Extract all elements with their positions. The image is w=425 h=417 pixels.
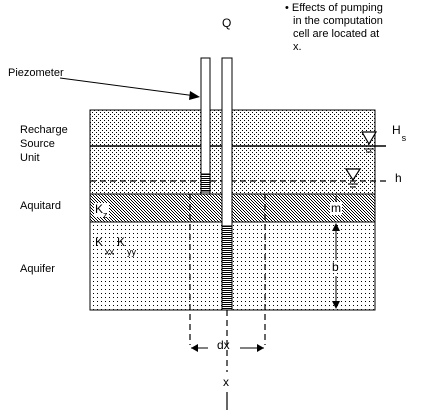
cell-width-label: dx xyxy=(217,338,230,352)
cell-location-label: x xyxy=(223,375,229,389)
aquifer-thickness-label: b xyxy=(332,260,339,274)
kyy-label: Kyy xyxy=(117,235,136,258)
recharge-label-line3: Unit xyxy=(20,152,40,164)
water-table-symbol-source xyxy=(360,131,378,153)
aquifer-label: Aquifer xyxy=(20,263,55,275)
piezometer-pointer xyxy=(59,77,197,97)
note-line-1: • Effects of pumping xyxy=(285,2,383,14)
kz-symbol: K xyxy=(95,202,104,216)
source-head-subscript: s xyxy=(401,133,407,143)
aquifer-head-label: h xyxy=(395,171,402,185)
kxx-label: Kxx xyxy=(95,235,114,258)
aquitard-label: Aquitard xyxy=(20,200,61,212)
aquitard-thickness-label: m xyxy=(330,201,342,215)
aquifer-thickness-dimension xyxy=(332,223,340,309)
recharge-label-line2: Source xyxy=(20,138,55,150)
piezometer-tube xyxy=(200,57,211,195)
pumping-effects-note: • Effects of pumping in the computation … xyxy=(285,2,383,54)
note-line-3: cell are located at xyxy=(293,28,380,40)
source-head-label: Hs xyxy=(392,123,406,144)
recharge-label-line1: Recharge xyxy=(20,124,68,136)
kxx-subscript: xx xyxy=(105,247,115,257)
kxx-symbol: K xyxy=(95,235,104,249)
note-line-2: in the computation xyxy=(293,15,383,27)
piezometer-arrowhead xyxy=(189,91,200,100)
source-head-symbol: H xyxy=(392,123,401,137)
kz-subscript: z xyxy=(103,210,108,220)
kyy-symbol: K xyxy=(117,235,126,249)
cell-width-dimension xyxy=(191,344,264,352)
pumping-rate-label: Q xyxy=(222,16,232,30)
kyy-subscript: yy xyxy=(127,247,137,257)
piezometer-label: Piezometer xyxy=(8,67,64,79)
piezometer-screen xyxy=(200,173,211,193)
water-table-symbol-aquifer xyxy=(344,168,362,188)
pumping-well-screen xyxy=(221,225,233,311)
note-line-4: x. xyxy=(293,41,302,53)
kz-label: Kz xyxy=(94,202,109,220)
